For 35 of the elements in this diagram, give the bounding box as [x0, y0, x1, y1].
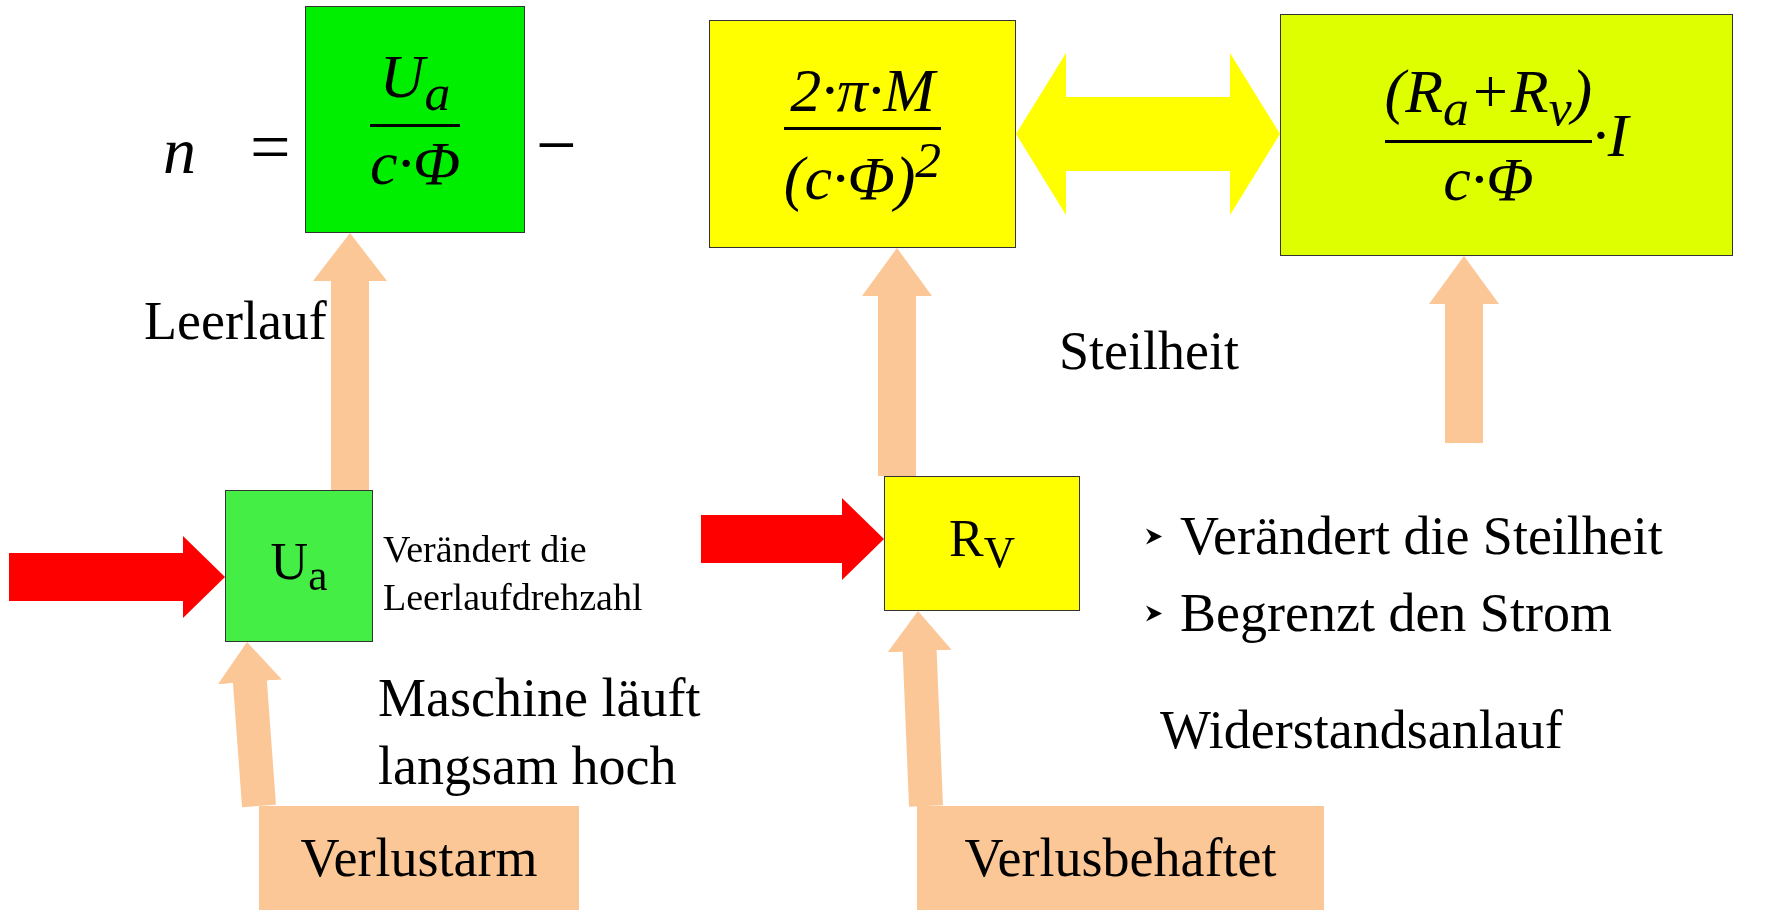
symbol-box [225, 490, 373, 642]
symbol-text: R$_{V}$ [949, 509, 1015, 578]
label-box [259, 806, 579, 910]
formula-box [305, 6, 525, 233]
block-arrow [862, 248, 932, 476]
block-arrow [1429, 256, 1499, 443]
label-box [917, 806, 1324, 910]
annotation-text: Maschine läuft langsam hoch [378, 667, 702, 798]
formula-denominator: (c·Φ)$^{2}$ [783, 131, 942, 212]
formula-numerator: U$_{a}$ [379, 41, 451, 122]
formula-numerator: (R$_{a}$+R$_{v}$) [1384, 57, 1593, 138]
block-arrow [701, 498, 884, 580]
formula-denominator: c·Φ [1443, 144, 1534, 213]
box-text: Verlustarm [300, 827, 538, 889]
box-text: Verlusbehaftet [964, 827, 1277, 889]
minus-sign: − [536, 104, 577, 187]
annotation-text: Widerstandsanlauf [1160, 699, 1563, 762]
block-arrow [313, 233, 387, 490]
symbol-box [884, 476, 1080, 611]
block-arrow [9, 536, 225, 618]
annotation-text: Leerlauf [144, 290, 327, 353]
block-arrow [218, 640, 282, 808]
annotation-text: Steilheit [1059, 320, 1239, 383]
annotation-text: Verändert die Leerlaufdrehzahl [383, 527, 644, 620]
formula-box [1280, 14, 1733, 256]
bullet-text: Verändert die Steilheit [1180, 505, 1663, 568]
formula-denominator: c·Φ [369, 129, 461, 198]
symbol-text: U$_{a}$ [270, 531, 328, 601]
formula-factor: ·I [1592, 100, 1629, 170]
block-arrow [887, 610, 952, 807]
formula-symbol: n [163, 113, 196, 189]
equals-sign: = [250, 106, 291, 189]
bullet-text: Begrenzt den Strom [1180, 582, 1612, 645]
formula-box [709, 20, 1016, 248]
double-arrow [1016, 53, 1280, 215]
